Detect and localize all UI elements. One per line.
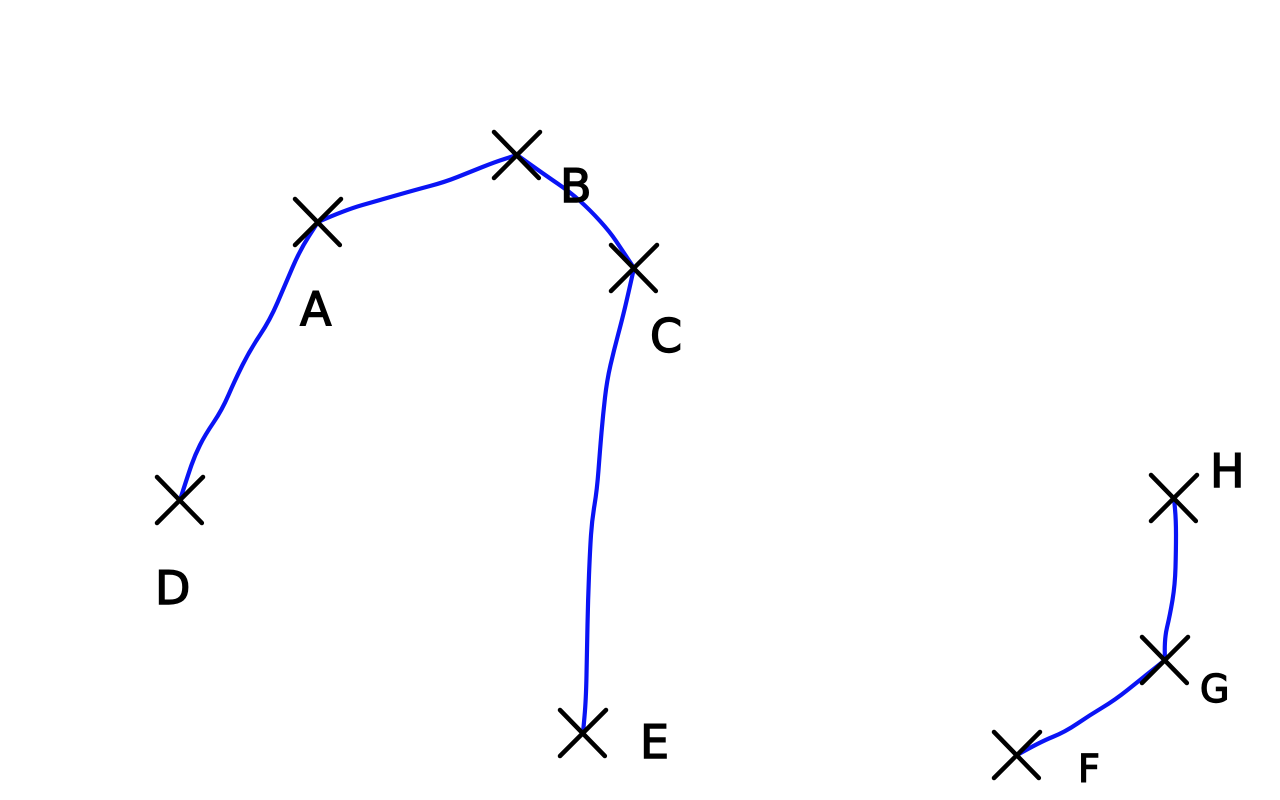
edges-layer bbox=[177, 152, 1179, 758]
node-label-e: E bbox=[640, 715, 669, 769]
edge-d-a bbox=[177, 219, 321, 503]
node-mark-f bbox=[991, 729, 1043, 781]
node-mark-h bbox=[1148, 472, 1200, 524]
edge-b-c bbox=[514, 152, 637, 271]
edge-g-h bbox=[1162, 495, 1179, 663]
edge-c-e bbox=[580, 265, 637, 736]
node-label-f: F bbox=[1078, 747, 1100, 791]
node-marks-layer bbox=[154, 129, 1200, 781]
node-label-b: B bbox=[560, 159, 592, 213]
node-label-d: D bbox=[155, 561, 190, 615]
node-mark-b bbox=[491, 129, 543, 181]
node-label-c: C bbox=[650, 309, 682, 363]
node-label-a: A bbox=[300, 282, 332, 336]
edge-f-g bbox=[1014, 657, 1168, 758]
node-mark-a bbox=[292, 196, 344, 248]
node-mark-d bbox=[154, 474, 206, 526]
node-label-g: G bbox=[1200, 667, 1229, 711]
node-mark-e bbox=[557, 707, 609, 759]
node-mark-c bbox=[608, 242, 660, 294]
edge-a-b bbox=[315, 152, 520, 225]
node-label-h: H bbox=[1210, 444, 1245, 498]
node-labels-layer: A B C D E F G H bbox=[154, 158, 1245, 791]
node-mark-g bbox=[1139, 634, 1191, 686]
